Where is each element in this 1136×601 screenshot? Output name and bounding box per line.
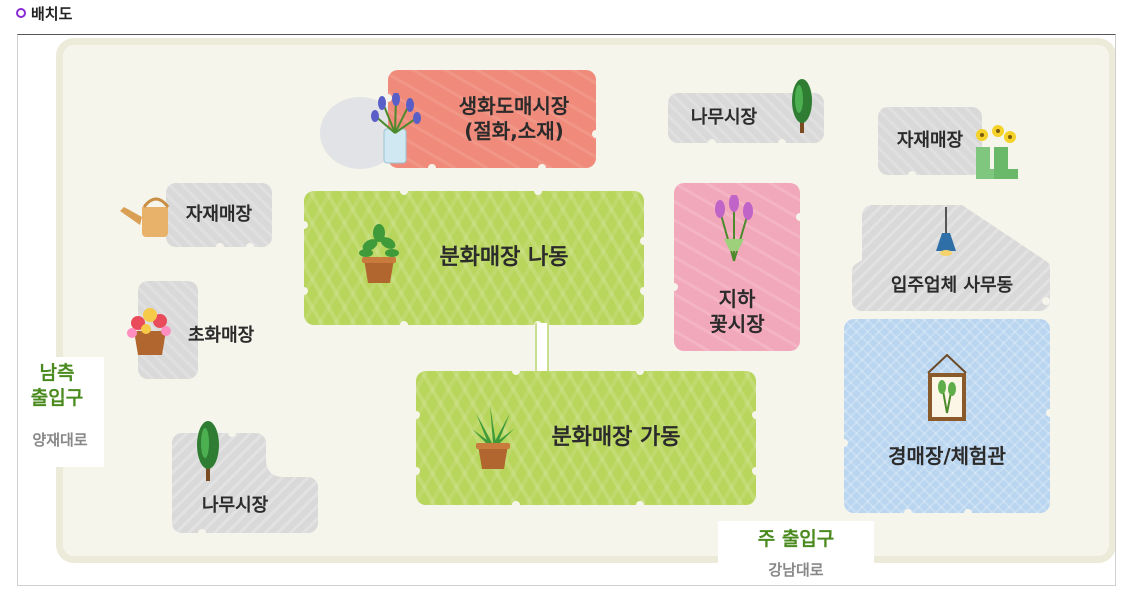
- circle-bullet-icon: [16, 8, 26, 18]
- building-connector: [535, 323, 549, 381]
- pendant-lamp-icon: [936, 207, 956, 256]
- main-gate-area: [718, 521, 874, 585]
- tree-market-top-label: 나무시장: [690, 106, 758, 128]
- flower-wholesale-label: 생화도매시장: [458, 94, 570, 118]
- material-top-right-label: 자재매장: [896, 129, 964, 151]
- watering-can-icon: [120, 197, 170, 237]
- block-material-top-right[interactable]: 자재매장: [878, 107, 982, 179]
- auction-hall-label: 경매장/체험관: [888, 443, 1006, 468]
- herb-store-label: 초화매장: [188, 325, 255, 346]
- section-header: 배치도: [16, 2, 72, 24]
- main-gate-road: 강남대로: [768, 561, 824, 579]
- south-gate-label: 남측 출입구: [18, 361, 96, 410]
- block-material-left[interactable]: 자재매장: [166, 183, 272, 251]
- underground-label-1: 지하: [718, 287, 756, 311]
- flower-basket-icon: [127, 308, 171, 355]
- section-title: 배치도: [31, 4, 73, 23]
- lavender-vase-icon: [371, 93, 421, 164]
- flower-bouquet-icon: [715, 195, 753, 262]
- underground-label-2: 꽃시장: [709, 312, 765, 336]
- layout-map: 생화도매시장 (절화,소재) 나무시장 자재매장 자재매장: [17, 34, 1116, 586]
- block-tenant-office-shape: [842, 205, 1051, 311]
- tenant-office-label[interactable]: 입주업체 사무동: [890, 275, 1014, 296]
- block-pot-building-ga[interactable]: 분화매장 가동: [412, 367, 760, 509]
- south-gate-label-2: 출입구: [30, 386, 84, 409]
- spiky-plant-icon: [472, 405, 514, 469]
- potted-plant-icon: [359, 224, 399, 283]
- south-gate-road: 양재대로: [32, 431, 88, 449]
- pot-building-ga-label: 분화매장 가동: [551, 425, 681, 451]
- block-underground-flower-market[interactable]: 지하 꽃시장: [670, 183, 804, 351]
- block-pot-building-na[interactable]: 분화매장 나동: [300, 187, 648, 329]
- south-gate-area: [18, 357, 104, 467]
- tree-icon: [792, 79, 812, 133]
- block-tree-market-top[interactable]: 나무시장: [668, 93, 824, 147]
- tree-icon: [197, 421, 219, 481]
- tree-market-bottom-label[interactable]: 나무시장: [202, 495, 269, 516]
- pot-building-na-label: 분화매장 나동: [439, 245, 569, 271]
- boots-flowers-icon: [976, 125, 1018, 179]
- material-left-label: 자재매장: [185, 203, 253, 225]
- framed-picture-icon: [927, 353, 967, 421]
- main-gate-label: 주 출입구: [757, 528, 835, 550]
- block-flower-wholesale[interactable]: 생화도매시장 (절화,소재): [384, 70, 600, 172]
- south-gate-label-1: 남측: [39, 362, 75, 384]
- flower-wholesale-sublabel: (절화,소재): [464, 119, 564, 143]
